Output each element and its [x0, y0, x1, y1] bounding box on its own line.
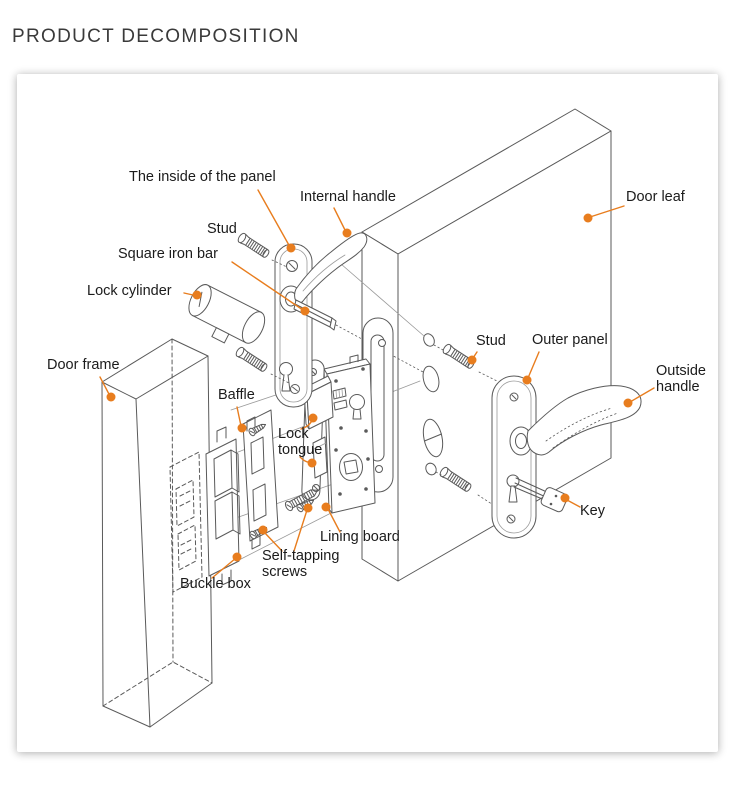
- label-lock-cylinder: Lock cylinder: [87, 283, 172, 299]
- page-title: PRODUCT DECOMPOSITION: [12, 26, 300, 47]
- label-outside-handle: Outside handle: [656, 363, 706, 395]
- label-square-iron-bar: Square iron bar: [118, 246, 218, 262]
- label-outer-panel: Outer panel: [532, 332, 608, 348]
- label-lock-tongue: Lock tongue: [278, 426, 323, 458]
- label-lining-board: Lining board: [320, 529, 400, 545]
- label-door-frame: Door frame: [47, 357, 120, 373]
- label-baffle: Baffle: [218, 387, 255, 403]
- label-door-leaf: Door leaf: [626, 189, 685, 205]
- label-stud-right: Stud: [476, 333, 506, 349]
- label-internal-handle: Internal handle: [300, 189, 396, 205]
- label-inside-panel: The inside of the panel: [129, 169, 276, 185]
- label-buckle-box: Buckle box: [180, 576, 251, 592]
- label-stud-left: Stud: [207, 221, 237, 237]
- label-self-tapping-screws: Self-tapping screws: [262, 548, 340, 580]
- diagram-card: [17, 74, 718, 752]
- label-key: Key: [580, 503, 605, 519]
